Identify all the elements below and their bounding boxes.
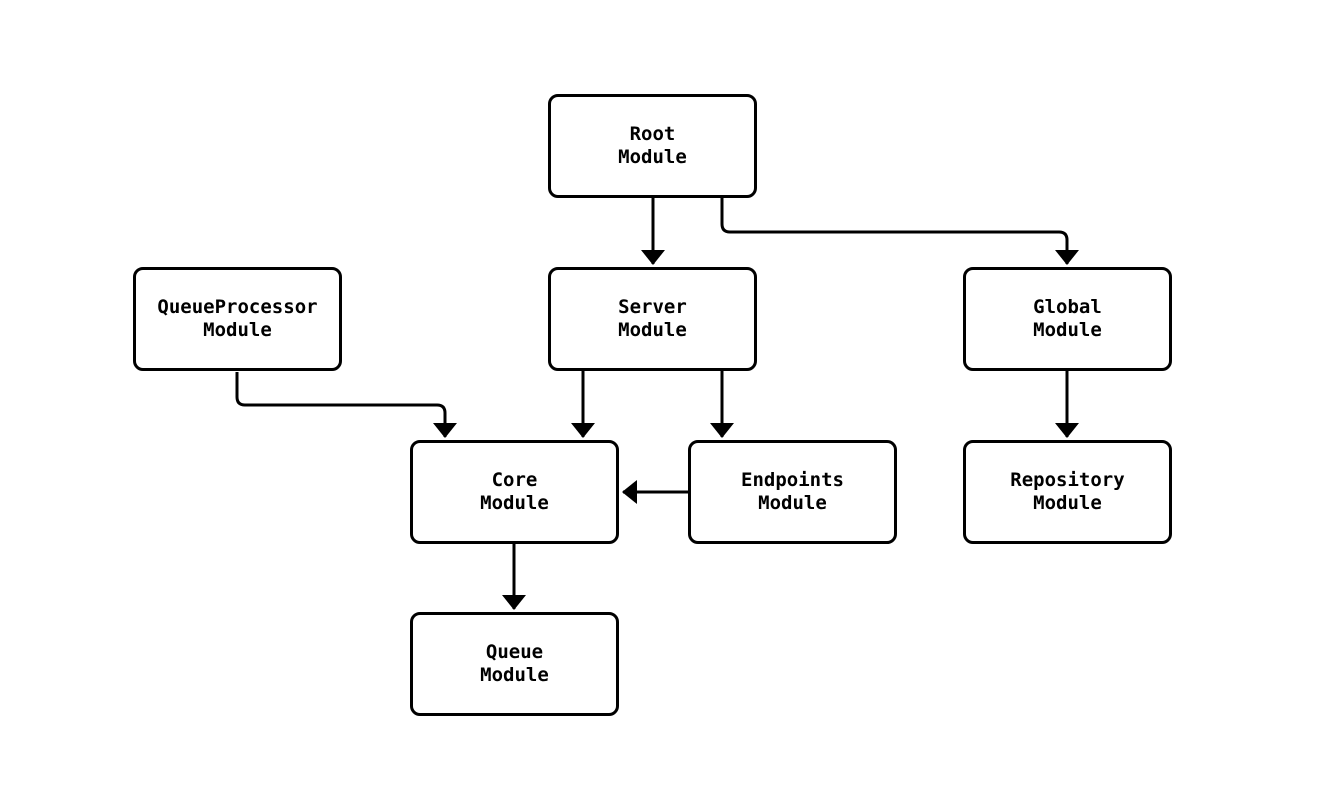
node-label-line2: Module (1033, 319, 1102, 341)
node-label-line2: Module (618, 146, 687, 168)
node-repository-module: Repository Module (963, 440, 1172, 544)
node-core-module: Core Module (410, 440, 619, 544)
node-label-line1: Core (491, 469, 538, 491)
node-label-line1: Global (1033, 296, 1102, 318)
node-server-module: Server Module (548, 267, 757, 371)
node-queueprocessor-module: QueueProcessor Module (133, 267, 342, 371)
node-label-line1: Root (629, 123, 676, 145)
node-label-line1: Queue (485, 641, 544, 663)
node-label-line2: Module (480, 664, 549, 686)
node-label-line2: Module (480, 492, 549, 514)
node-label-line1: Endpoints (741, 469, 844, 491)
node-label-line2: Module (618, 319, 687, 341)
node-label-line1: Server (618, 296, 687, 318)
node-endpoints-module: Endpoints Module (688, 440, 897, 544)
node-label-line2: Module (203, 319, 272, 341)
node-label-line2: Module (758, 492, 827, 514)
edge-root-to-global (720, 198, 1079, 265)
node-label-line1: Repository (1010, 469, 1125, 491)
node-queue-module: Queue Module (410, 612, 619, 716)
node-label-line1: QueueProcessor (157, 296, 318, 318)
edge-queueprocessor-to-core (235, 372, 457, 438)
node-root-module: Root Module (548, 94, 757, 198)
node-global-module: Global Module (963, 267, 1172, 371)
node-label-line2: Module (1033, 492, 1102, 514)
